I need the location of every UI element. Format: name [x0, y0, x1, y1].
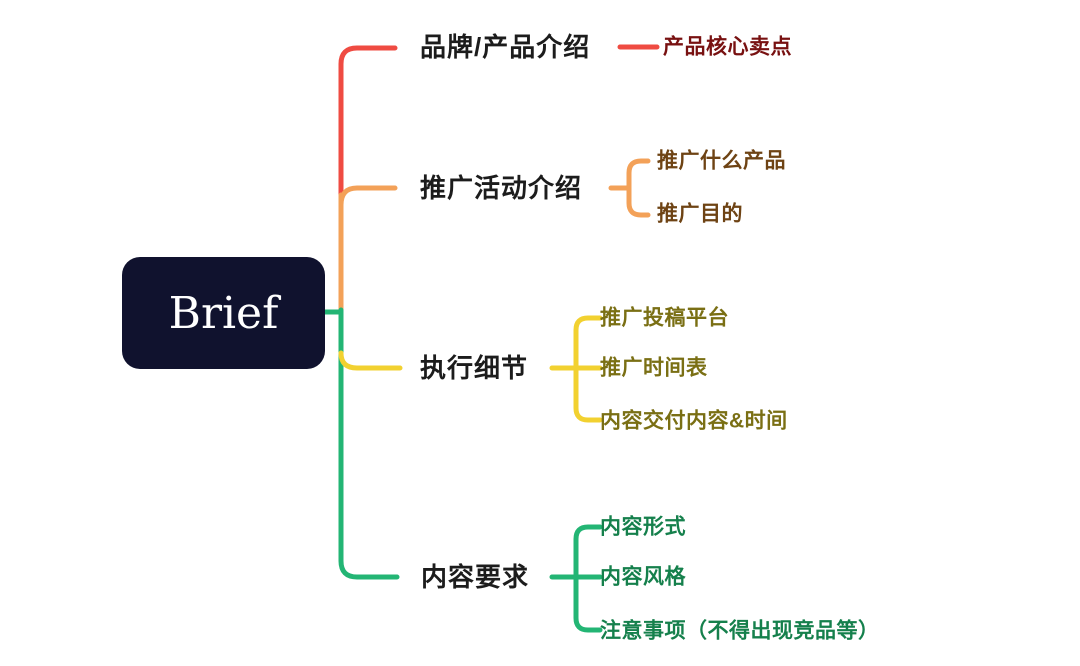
child-node-core-selling-points[interactable]: 产品核心卖点 [663, 35, 792, 59]
child-node-promo-timetable[interactable]: 推广时间表 [600, 356, 708, 380]
root-node-label: Brief [168, 287, 279, 339]
trunk-green-segment [338, 307, 400, 580]
branch-node-execution-details[interactable]: 执行细节 [420, 353, 529, 383]
child-node-content-style[interactable]: 内容风格 [600, 565, 686, 589]
branch2-parent-link [338, 185, 398, 208]
child-node-promo-goal[interactable]: 推广目的 [657, 202, 743, 226]
branch-node-brand-product-intro[interactable]: 品牌/产品介绍 [420, 32, 591, 62]
child-node-content-format[interactable]: 内容形式 [600, 515, 686, 539]
child-node-what-product[interactable]: 推广什么产品 [657, 149, 786, 173]
trunk-red-segment [338, 45, 398, 200]
root-node-brief[interactable]: Brief [122, 257, 325, 369]
branch4-fork-bracket [573, 524, 603, 633]
branch2-fork-bracket [626, 158, 651, 218]
child-node-posting-platforms[interactable]: 推广投稿平台 [600, 306, 729, 330]
branch-node-content-requirements[interactable]: 内容要求 [421, 562, 530, 592]
branch-node-promo-campaign-intro[interactable]: 推广活动介绍 [420, 173, 583, 203]
branch3-parent-link [338, 350, 403, 371]
branch3-fork-bracket [573, 315, 603, 423]
child-node-precautions[interactable]: 注意事项（不得出现竞品等） [600, 619, 880, 643]
child-node-deliverables-and-time[interactable]: 内容交付内容&时间 [600, 409, 788, 433]
